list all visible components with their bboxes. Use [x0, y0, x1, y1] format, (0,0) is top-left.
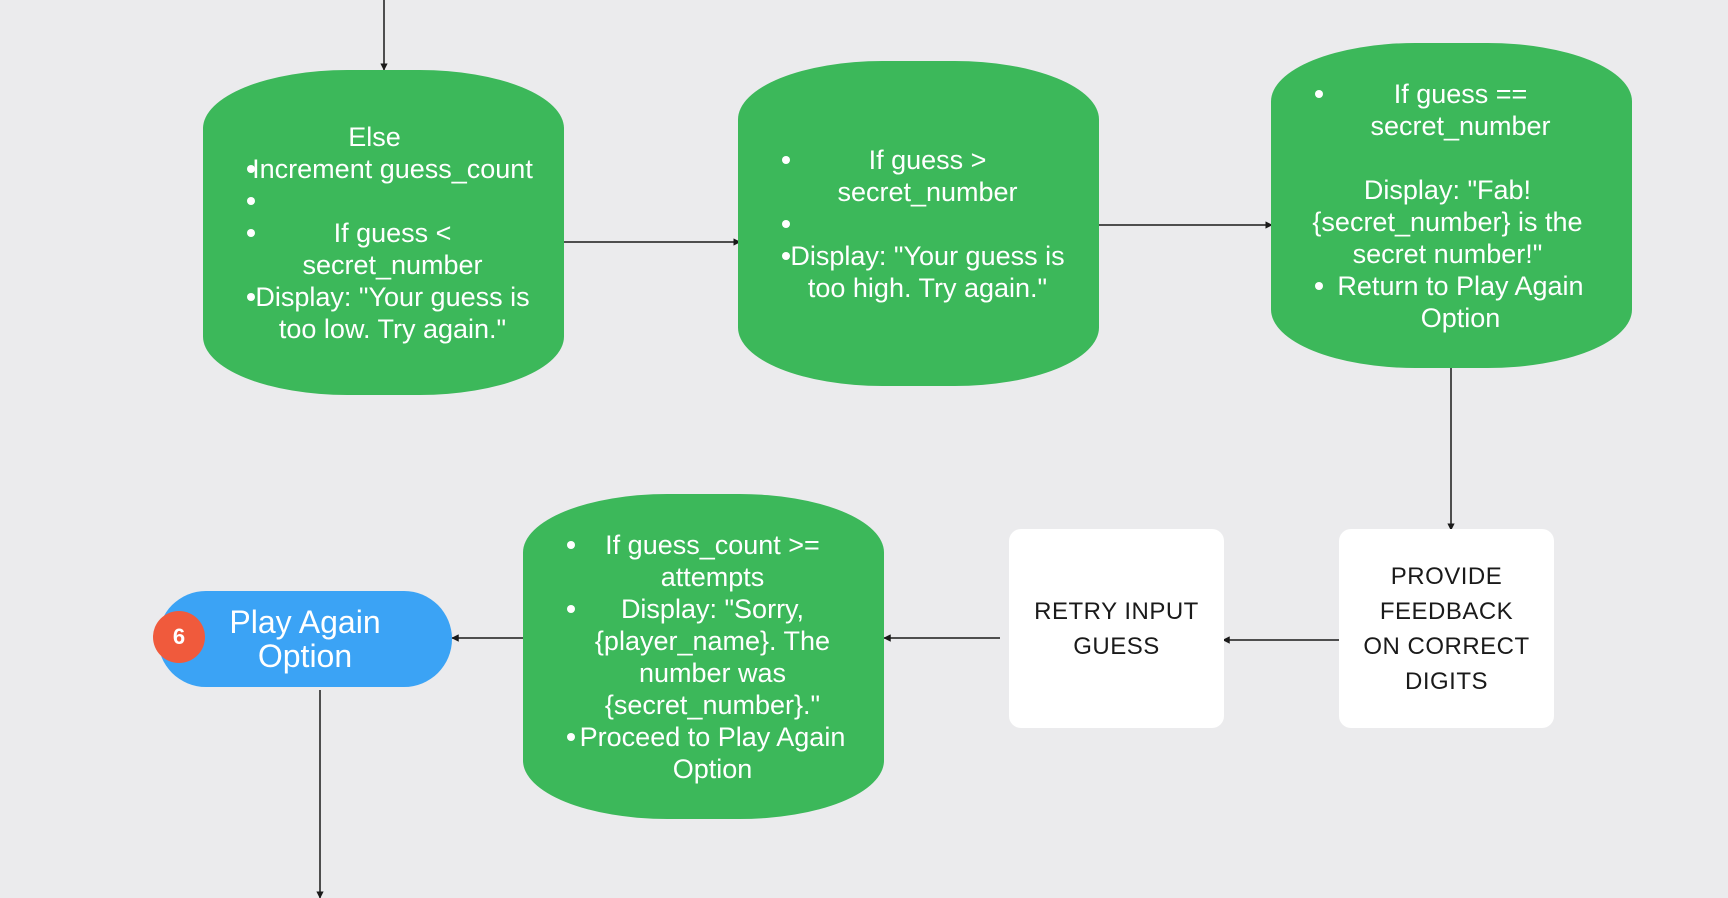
node-retry-input: RETRY INPUT GUESS: [1009, 529, 1224, 728]
list-item: Display: "Your guess is too low. Try aga…: [209, 281, 540, 345]
list-item: Display: "Sorry, {player_name}. The numb…: [529, 593, 860, 721]
node-guess-correct: If guess == secret_number Display: "Fab!…: [1271, 43, 1632, 368]
node-play-again: Play Again Option: [158, 591, 452, 687]
list-item: Display: "Your guess is too high. Try ag…: [744, 240, 1075, 304]
list-spacer: [744, 208, 1075, 240]
list-item: If guess_count >= attempts: [529, 529, 860, 593]
list-item: Return to Play Again Option: [1277, 270, 1608, 334]
node-provide-feedback: PROVIDE FEEDBACK ON CORRECT DIGITS: [1339, 529, 1554, 728]
node-list: Return to Play Again Option: [1277, 270, 1608, 334]
list-item: If guess > secret_number: [744, 144, 1075, 208]
list-item: Increment guess_count: [209, 153, 540, 185]
box-label: RETRY INPUT GUESS: [1034, 597, 1199, 660]
box-label: PROVIDE FEEDBACK ON CORRECT DIGITS: [1363, 562, 1530, 695]
list-item: Proceed to Play Again Option: [529, 721, 860, 785]
list-spacer: [1277, 142, 1608, 174]
node-list: Increment guess_count If guess < secret_…: [209, 153, 540, 345]
list-spacer: [209, 185, 540, 217]
node-list: If guess == secret_number: [1277, 78, 1608, 142]
step-number-badge: 6: [153, 611, 205, 663]
node-guess-too-high: If guess > secret_number Display: "Your …: [738, 61, 1099, 386]
node-else-increment: Else Increment guess_count If guess < se…: [203, 70, 564, 395]
list-item: If guess < secret_number: [209, 217, 540, 281]
terminal-label: Play Again Option: [229, 604, 381, 674]
node-attempts-exhausted: If guess_count >= attempts Display: "Sor…: [523, 494, 884, 819]
node-heading: Else: [348, 121, 401, 152]
node-display-text: Display: "Fab! {secret_number} is the se…: [1312, 174, 1583, 269]
node-list: If guess_count >= attempts Display: "Sor…: [529, 529, 860, 785]
list-item: If guess == secret_number: [1277, 78, 1608, 142]
node-list: If guess > secret_number Display: "Your …: [744, 144, 1075, 304]
